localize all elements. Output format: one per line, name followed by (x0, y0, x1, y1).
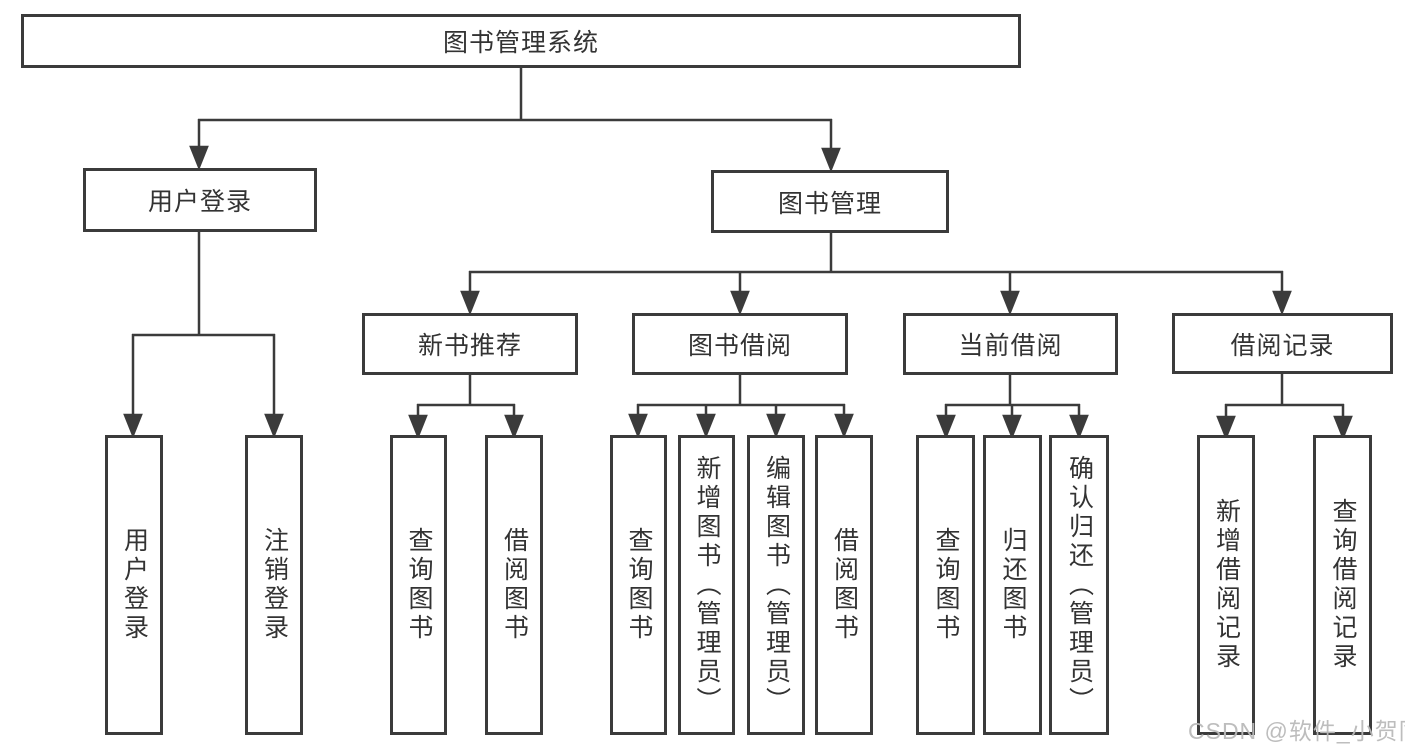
node-book-management: 图书管理 (711, 170, 949, 233)
leaf-return-books: 归还图书 (983, 435, 1042, 735)
leaf-edit-books-admin: 编辑图书（管理员） (747, 435, 805, 735)
arrow-icon (1333, 415, 1353, 441)
arrow-icon (821, 147, 841, 173)
node-book-borrow: 图书借阅 (632, 313, 848, 375)
node-root: 图书管理系统 (21, 14, 1021, 68)
arrow-icon (408, 414, 428, 440)
arrow-icon (460, 290, 480, 316)
leaf-add-borrow-record-label: 新增借阅记录 (1212, 498, 1241, 672)
node-borrow-records: 借阅记录 (1172, 313, 1393, 374)
arrow-icon (628, 413, 648, 439)
leaf-query-books-recommend-label: 查询图书 (405, 527, 433, 643)
leaf-add-books-admin: 新增图书（管理员） (678, 435, 735, 735)
node-user-login: 用户登录 (83, 168, 317, 232)
arrow-icon (936, 414, 956, 440)
branch-book-management (460, 233, 1292, 316)
branch-root-to-level2 (189, 68, 841, 173)
arrow-icon (1000, 290, 1020, 316)
node-current-borrow-label: 当前借阅 (958, 332, 1063, 360)
leaf-confirm-return-admin: 确认归还（管理员） (1049, 435, 1109, 735)
node-book-management-label: 图书管理 (777, 189, 882, 218)
leaf-query-books-recommend: 查询图书 (390, 435, 447, 735)
leaf-query-books-borrow-label: 查询图书 (625, 527, 653, 643)
arrow-icon (1069, 414, 1089, 440)
leaf-borrow-books-recommend: 借阅图书 (485, 435, 543, 735)
arrow-icon (1002, 414, 1022, 440)
arrow-icon (730, 290, 750, 316)
node-current-borrow: 当前借阅 (903, 313, 1118, 375)
node-user-login-label: 用户登录 (147, 188, 252, 216)
arrow-icon (696, 413, 716, 439)
node-book-borrow-label: 图书借阅 (687, 332, 792, 360)
leaf-query-borrow-record: 查询借阅记录 (1313, 435, 1372, 735)
leaf-add-books-admin-label: 新增图书（管理员） (693, 454, 721, 716)
leaf-confirm-return-admin-label: 确认归还（管理员） (1065, 454, 1094, 716)
arrow-icon (766, 413, 786, 439)
leaf-borrow-books-label: 借阅图书 (830, 527, 859, 643)
branch-current-borrow (936, 375, 1089, 440)
leaf-borrow-books: 借阅图书 (815, 435, 873, 735)
leaf-user-login-label: 用户登录 (120, 527, 149, 643)
arrow-icon (504, 414, 524, 440)
arrow-icon (189, 145, 209, 171)
branch-user-login (123, 232, 284, 439)
arrow-icon (834, 413, 854, 439)
csdn-watermark: CSDN @软件_小贺同学 (1188, 718, 1405, 744)
arrow-icon (264, 413, 284, 439)
branch-borrow-records (1216, 374, 1353, 441)
branch-new-book-recommend (408, 375, 524, 440)
branch-book-borrow (628, 375, 854, 439)
leaf-query-borrow-record-label: 查询借阅记录 (1329, 498, 1357, 672)
leaf-logout-label: 注销登录 (260, 527, 289, 643)
leaf-query-books-current: 查询图书 (916, 435, 975, 735)
leaf-logout: 注销登录 (245, 435, 303, 735)
arrow-icon (1216, 415, 1236, 441)
arrow-icon (123, 413, 143, 439)
node-new-book-recommend: 新书推荐 (362, 313, 578, 375)
leaf-user-login: 用户登录 (105, 435, 163, 735)
leaf-query-books-current-label: 查询图书 (932, 527, 960, 643)
arrow-icon (1272, 290, 1292, 316)
leaf-query-books-borrow: 查询图书 (610, 435, 667, 735)
node-borrow-records-label: 借阅记录 (1230, 331, 1335, 360)
leaf-edit-books-admin-label: 编辑图书（管理员） (762, 454, 791, 716)
node-root-label: 图书管理系统 (442, 29, 599, 57)
node-new-book-recommend-label: 新书推荐 (417, 332, 522, 360)
leaf-return-books-label: 归还图书 (999, 527, 1027, 643)
leaf-add-borrow-record: 新增借阅记录 (1197, 435, 1255, 735)
leaf-borrow-books-recommend-label: 借阅图书 (500, 527, 529, 643)
